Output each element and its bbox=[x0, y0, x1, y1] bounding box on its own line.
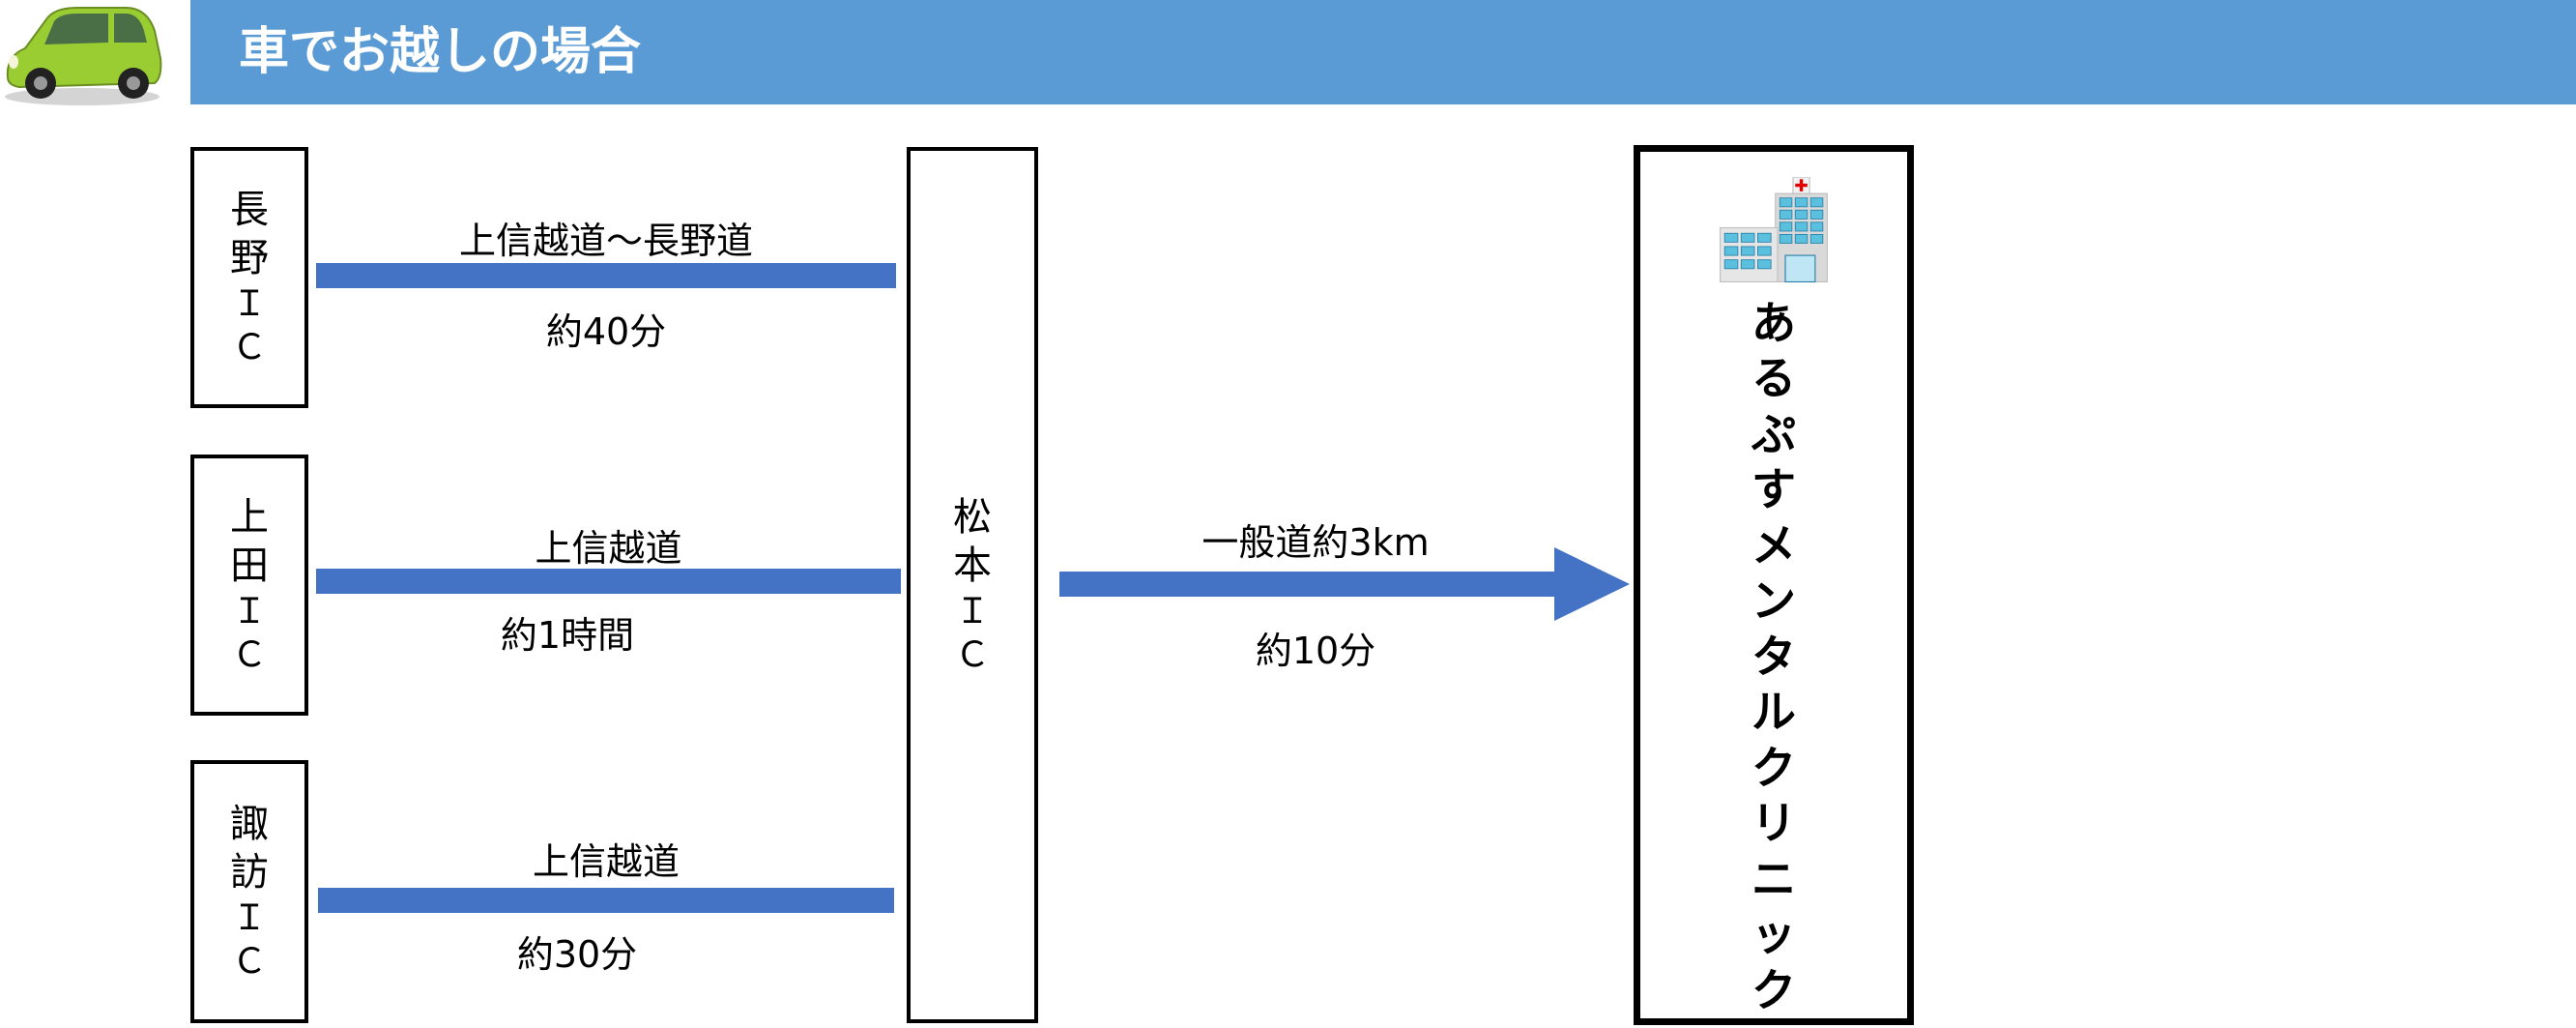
clinic-name-char: ニ bbox=[1751, 852, 1796, 905]
final-route-arrow bbox=[1059, 547, 1630, 621]
hospital-icon bbox=[1720, 177, 1828, 282]
ic-char: Ｉ bbox=[954, 592, 990, 631]
clinic-name-char: ッ bbox=[1751, 908, 1796, 960]
route-label-suwa: 上信越道 bbox=[532, 840, 680, 883]
clinic-name-char: ル bbox=[1751, 686, 1796, 738]
clinic-name-char: す bbox=[1751, 463, 1796, 515]
time-label-suwa: 約30分 bbox=[516, 933, 638, 976]
final-time-label: 約10分 bbox=[1255, 630, 1376, 672]
ic-char: Ｉ bbox=[231, 284, 267, 324]
clinic-name-char: タ bbox=[1751, 630, 1796, 683]
nagano-char: 長 bbox=[230, 188, 269, 232]
nagano-ic-box: 長 野 Ｉ Ｃ bbox=[190, 147, 308, 408]
ic-char: Ｃ bbox=[954, 635, 990, 675]
clinic-name-char: メ bbox=[1751, 518, 1796, 572]
route-bar-ueda bbox=[316, 569, 901, 594]
time-label-nagano: 約40分 bbox=[545, 310, 667, 353]
ic-char: Ｉ bbox=[231, 592, 267, 631]
ueda-char: 上 bbox=[230, 495, 269, 540]
route-bar-nagano bbox=[316, 263, 896, 288]
matsumoto-char: 本 bbox=[953, 543, 992, 588]
car-icon bbox=[5, 7, 162, 105]
ic-char: Ｃ bbox=[231, 635, 267, 675]
nagano-char: 野 bbox=[230, 236, 269, 280]
matsumoto-ic-box: 松 本 Ｉ Ｃ bbox=[907, 147, 1038, 1023]
ueda-char: 田 bbox=[230, 543, 269, 588]
page-title: 車でお越しの場合 bbox=[239, 23, 642, 81]
route-label-ueda: 上信越道 bbox=[535, 527, 682, 570]
ic-char: Ｃ bbox=[231, 328, 267, 367]
route-label-nagano: 上信越道～長野道 bbox=[458, 220, 753, 262]
time-label-ueda: 約1時間 bbox=[500, 614, 635, 657]
clinic-name-char: ン bbox=[1751, 574, 1796, 627]
ic-char: Ｉ bbox=[231, 898, 267, 938]
clinic-name-char: ク bbox=[1751, 741, 1796, 794]
clinic-name-char: あ bbox=[1751, 296, 1796, 349]
suwa-ic-box: 諏 訪 Ｉ Ｃ bbox=[190, 760, 308, 1023]
suwa-char: 諏 bbox=[230, 802, 269, 846]
clinic-name-char: リ bbox=[1751, 797, 1796, 849]
final-route-label: 一般道約3km bbox=[1201, 521, 1430, 564]
clinic-name-char: ク bbox=[1751, 963, 1796, 1016]
suwa-char: 訪 bbox=[230, 850, 269, 895]
clinic-box: あ る ぷ す メ ン タ ル ク リ ニ ッ ク bbox=[1634, 145, 1914, 1025]
clinic-name-char: る bbox=[1751, 352, 1796, 404]
matsumoto-char: 松 bbox=[953, 495, 992, 540]
clinic-name-char: ぷ bbox=[1751, 407, 1796, 460]
header-bar bbox=[190, 0, 2576, 104]
ic-char: Ｃ bbox=[231, 942, 267, 982]
route-bar-suwa bbox=[318, 888, 894, 913]
ueda-ic-box: 上 田 Ｉ Ｃ bbox=[190, 455, 308, 716]
